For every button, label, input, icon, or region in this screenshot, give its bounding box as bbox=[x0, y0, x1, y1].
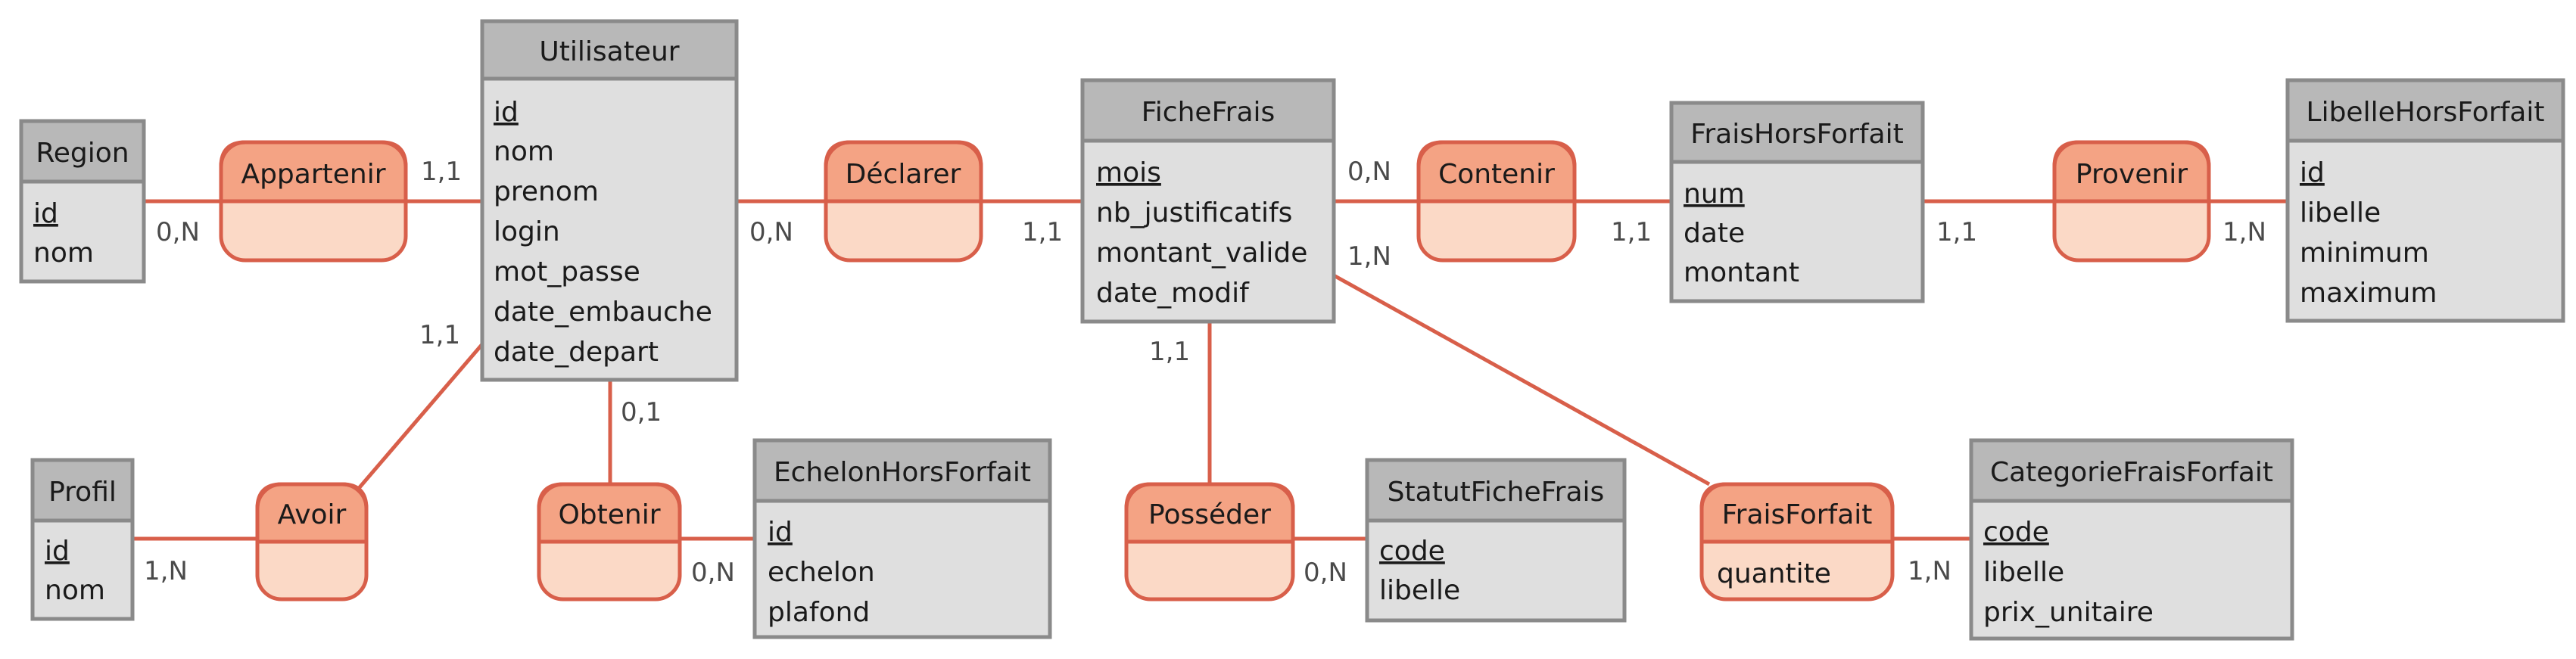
entity-attr: minimum bbox=[2300, 238, 2429, 269]
entity-attr-key: id bbox=[494, 97, 519, 128]
entity-attr-key: num bbox=[1684, 179, 1745, 210]
entity-title: Utilisateur bbox=[539, 36, 679, 67]
cardinality-label: 1,N bbox=[1347, 241, 1391, 272]
cardinality-label: 1,1 bbox=[1611, 217, 1652, 247]
entity-attr: montant bbox=[1684, 257, 1799, 288]
entity-attr: nom bbox=[45, 575, 105, 606]
entity-attr-key: id bbox=[2300, 157, 2325, 188]
entity-profil: Profil id nom bbox=[30, 458, 135, 621]
cardinality-label: 0,N bbox=[156, 217, 200, 247]
entity-attr: date_embauche bbox=[494, 297, 712, 328]
cardinalities: 0,N 1,1 1,1 1,N 0,1 0,N 0,N 1,1 1,1 0,N … bbox=[144, 157, 2266, 588]
entity-attr: nb_justificatifs bbox=[1096, 197, 1292, 228]
relation-title: Déclarer bbox=[846, 159, 961, 190]
entity-attr: maximum bbox=[2300, 278, 2437, 309]
link-fiche-fraisforfait bbox=[1332, 273, 1711, 486]
cardinality-label: 0,N bbox=[1347, 157, 1391, 187]
entity-fraishorsforfait: FraisHorsForfait num date montant bbox=[1669, 101, 1925, 303]
entity-attr-key: mois bbox=[1096, 157, 1161, 188]
entity-title: Profil bbox=[48, 477, 117, 508]
relation-provenir: Provenir bbox=[2052, 140, 2211, 263]
relation-title: Contenir bbox=[1438, 159, 1555, 190]
entity-attr: libelle bbox=[1983, 557, 2064, 588]
relation-appartenir: Appartenir bbox=[219, 140, 408, 263]
cardinality-label: 1,1 bbox=[1022, 217, 1063, 247]
entity-statutfichefrais: StatutFicheFrais code libelle bbox=[1365, 458, 1627, 623]
cardinality-label: 0,N bbox=[1304, 558, 1347, 588]
entity-region: Region id nom bbox=[19, 119, 146, 284]
entity-title: StatutFicheFrais bbox=[1388, 477, 1605, 508]
entity-title: CategorieFraisForfait bbox=[1990, 457, 2273, 488]
entity-attr: prenom bbox=[494, 176, 599, 207]
relation-title: FraisForfait bbox=[1722, 499, 1873, 530]
relation-title: Appartenir bbox=[241, 159, 385, 190]
entity-title: Region bbox=[36, 138, 129, 169]
cardinality-label: 0,N bbox=[691, 558, 735, 588]
entity-echelonhorsforfait: EchelonHorsForfait id echelon plafond bbox=[752, 438, 1052, 639]
entity-attr-key: id bbox=[768, 517, 793, 548]
relation-declarer: Déclarer bbox=[824, 140, 983, 263]
entity-attr: date_depart bbox=[494, 337, 659, 368]
relation-title: Avoir bbox=[278, 499, 347, 530]
entity-attr: libelle bbox=[1379, 575, 1460, 606]
entity-attr-key: id bbox=[33, 198, 58, 229]
entity-attr: mot_passe bbox=[494, 256, 640, 288]
relation-title: Obtenir bbox=[558, 499, 660, 530]
entity-attr: date_modif bbox=[1096, 278, 1250, 309]
cardinality-label: 0,N bbox=[749, 217, 793, 247]
cardinality-label: 1,1 bbox=[419, 320, 460, 350]
relation-avoir: Avoir bbox=[255, 482, 369, 601]
cardinality-label: 1,1 bbox=[421, 157, 462, 187]
entity-attr-key: code bbox=[1379, 536, 1445, 567]
entity-attr: nom bbox=[494, 136, 554, 167]
relation-attr: quantite bbox=[1717, 558, 1831, 589]
relation-posseder: Posséder bbox=[1124, 482, 1295, 601]
entity-attr: libelle bbox=[2300, 197, 2381, 228]
entity-attr-key: code bbox=[1983, 517, 2049, 548]
entity-attr: montant_valide bbox=[1096, 238, 1307, 269]
entity-attr: prix_unitaire bbox=[1983, 597, 2154, 628]
links bbox=[132, 199, 2288, 541]
relation-fraisforfait: FraisForfait quantite bbox=[1699, 482, 1895, 601]
entity-fichefrais: FicheFrais mois nb_justificatifs montant… bbox=[1080, 78, 1336, 324]
relation-contenir: Contenir bbox=[1416, 140, 1577, 263]
cardinality-label: 1,1 bbox=[1936, 217, 1977, 247]
entity-attr: date bbox=[1684, 218, 1745, 249]
entity-attr: echelon bbox=[768, 557, 875, 588]
entity-libellehorsforfait: LibelleHorsForfait id libelle minimum ma… bbox=[2285, 78, 2565, 323]
relation-title: Provenir bbox=[2076, 159, 2188, 190]
cardinality-label: 1,1 bbox=[1149, 337, 1190, 367]
cardinality-label: 1,N bbox=[1908, 556, 1951, 586]
cardinality-label: 1,N bbox=[2222, 217, 2266, 247]
cardinality-label: 1,N bbox=[144, 556, 188, 586]
entity-attr: nom bbox=[33, 238, 94, 269]
relation-obtenir: Obtenir bbox=[537, 482, 682, 601]
cardinality-label: 0,1 bbox=[621, 397, 662, 427]
link-utilisateur-avoir bbox=[354, 343, 484, 493]
entity-title: FraisHorsForfait bbox=[1690, 119, 1903, 150]
entity-title: EchelonHorsForfait bbox=[774, 457, 1031, 488]
entity-attr: plafond bbox=[768, 597, 870, 628]
entity-attr: login bbox=[494, 216, 560, 247]
entity-categoriefraisforfait: CategorieFraisForfait code libelle prix_… bbox=[1969, 438, 2294, 641]
relation-title: Posséder bbox=[1148, 499, 1271, 530]
entity-title: LibelleHorsForfait bbox=[2307, 97, 2545, 128]
entity-attr-key: id bbox=[45, 536, 70, 567]
entity-utilisateur: Utilisateur id nom prenom login mot_pass… bbox=[480, 19, 739, 382]
entity-title: FicheFrais bbox=[1142, 97, 1276, 128]
